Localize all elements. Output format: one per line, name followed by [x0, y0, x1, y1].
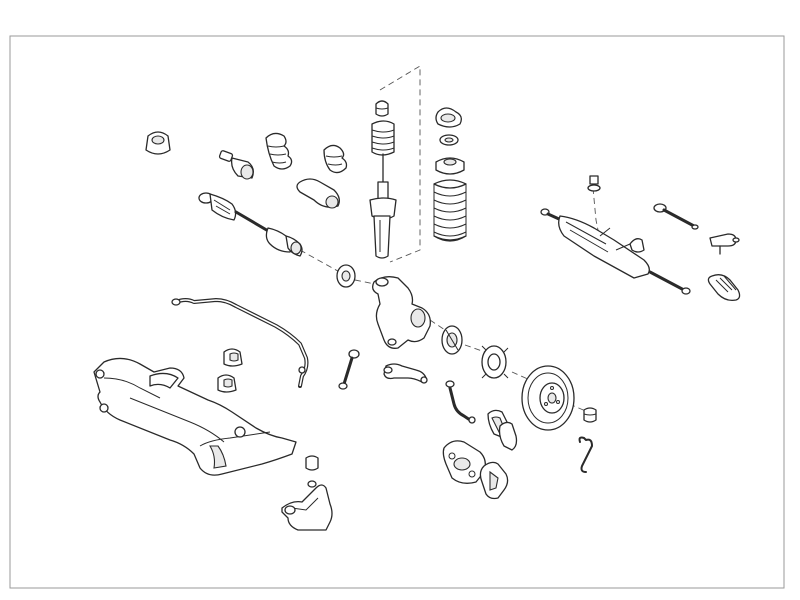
tie-rod-part: [653, 203, 699, 230]
brake-pad-outer-part: [498, 421, 518, 451]
steering-rack-part: [540, 208, 691, 295]
top-mount-part: [435, 107, 462, 128]
wear-sensor-cable-part: [445, 380, 476, 424]
brake-caliper-part: [442, 440, 486, 484]
hub-nut-part: [583, 407, 597, 423]
brake-disc-part: [521, 365, 575, 431]
steering-knuckle-part: [372, 276, 431, 349]
spring-seat-part: [435, 157, 465, 175]
lower-control-arm-part: [281, 480, 333, 531]
lower-link-part: [383, 363, 428, 384]
strut-bearing-part: [439, 134, 459, 146]
stabilizer-link-part: [338, 349, 360, 390]
tie-rod-end-part: [709, 233, 740, 255]
strut-leader-line: [379, 65, 421, 263]
wheel-bearing-part: [441, 325, 463, 355]
cv-boot-outer-part: [323, 144, 348, 174]
stabilizer-bushing-upper-part: [223, 348, 243, 367]
hub-leader-line: [464, 344, 486, 353]
control-arm-small-bushing-part: [305, 455, 319, 471]
cv-boot-part: [265, 132, 293, 170]
steering-column-bolt-part: [587, 175, 601, 192]
caliper-bracket-part: [479, 461, 509, 500]
bump-stop-part: [375, 100, 389, 117]
strut-dust-boot-part: [371, 120, 395, 183]
front-subframe-part: [93, 357, 297, 476]
anti-roll-bar-part: [171, 298, 309, 388]
mount-bushing-part: [145, 131, 171, 155]
rack-boot-part: [707, 274, 741, 302]
coil-spring-part: [433, 179, 467, 242]
disc-leader-line: [511, 371, 531, 381]
control-arm-bushing-part: [336, 264, 356, 288]
drive-shaft-part: [198, 192, 303, 257]
wheel-hub-part: [481, 345, 509, 379]
stabilizer-bushing-lower-part: [217, 374, 237, 393]
shock-absorber-part: [369, 181, 397, 259]
outer-cv-joint-part: [296, 178, 340, 209]
knuckle-leader-line: [429, 319, 446, 331]
diagram-border: [9, 35, 785, 589]
brake-hose-clip-part: [578, 436, 593, 473]
inner-cv-joint-part: [218, 150, 254, 180]
